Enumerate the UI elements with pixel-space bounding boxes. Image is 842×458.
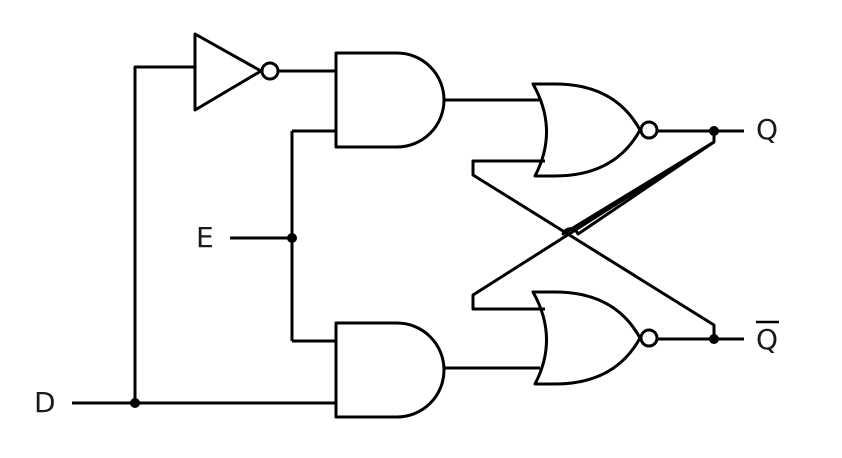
not-gate: [193, 32, 280, 112]
and-gate-top-body: [334, 51, 446, 149]
nor-gate-top-bubble: [639, 120, 659, 140]
wire-feedback-qbar-to-nor-top: [471, 159, 716, 339]
nor-gate-bottom-bubble: [639, 328, 659, 348]
nor-gate-bottom: [531, 290, 659, 386]
label-q: Q: [756, 113, 778, 146]
label-d: D: [34, 386, 56, 419]
junction-dot-q-bar: [709, 334, 719, 344]
label-e: E: [196, 221, 214, 254]
junction-dot-d: [130, 398, 140, 408]
wire-d-to-not: [133, 65, 195, 403]
labels: D E Q Q: [34, 113, 779, 419]
not-gate-bubble: [260, 61, 280, 81]
and-gate-bottom: [334, 321, 446, 419]
junction-dot-q: [709, 126, 719, 136]
not-gate-body: [193, 32, 263, 112]
nor-gate-top-body: [531, 82, 642, 178]
and-gate-top: [334, 51, 446, 149]
wire-feedback-q-cross: [471, 140, 715, 311]
nor-gate-bottom-body: [531, 290, 642, 386]
and-gate-bottom-body: [334, 321, 446, 419]
label-q-bar: Q: [756, 323, 778, 356]
wire-feedback-q-to-nor-bottom: [561, 131, 716, 236]
junction-dot-e: [287, 233, 297, 243]
junctions: [130, 126, 719, 408]
nor-gate-top: [531, 82, 659, 178]
wires: [72, 65, 744, 405]
